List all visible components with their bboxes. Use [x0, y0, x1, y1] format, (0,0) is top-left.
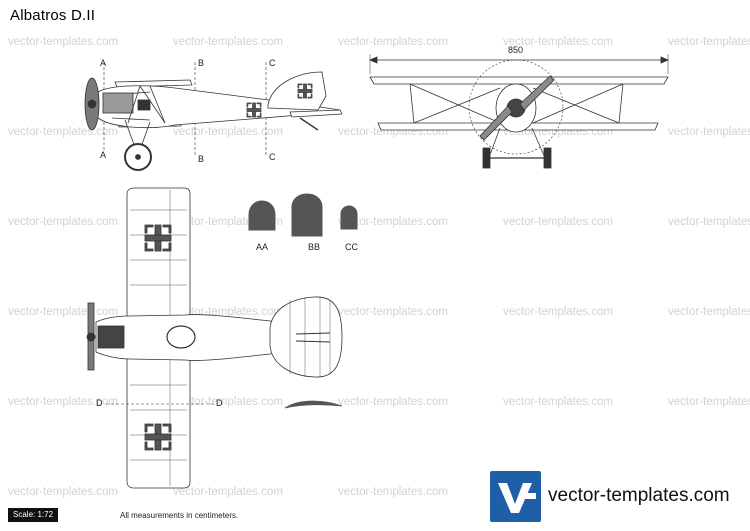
front-view	[368, 54, 670, 169]
top-view	[86, 187, 343, 489]
section-mark-d-left: D	[96, 398, 103, 408]
section-mark-c-bottom: C	[269, 152, 276, 162]
section-mark-b-bottom: B	[198, 154, 205, 164]
section-mark-b-top: B	[198, 58, 205, 68]
section-label-cc: CC	[345, 242, 358, 252]
section-mark-a-bottom: A	[100, 150, 107, 160]
scale-badge: Scale: 1:72	[8, 508, 59, 522]
measurement-note: All measurements in centimeters.	[120, 511, 239, 520]
section-mark-d-right: D	[216, 398, 223, 408]
section-mark-a-top: A	[100, 58, 107, 68]
brand-logo-glyph	[490, 471, 541, 522]
wingspan-dimension: 850	[508, 45, 524, 55]
brand-name[interactable]: vector-templates.com	[548, 485, 730, 506]
section-mark-c-top: C	[269, 58, 276, 68]
cross-sections	[248, 193, 358, 237]
page-title: Albatros D.II	[10, 7, 96, 24]
section-label-aa: AA	[256, 242, 269, 252]
section-label-bb: BB	[308, 242, 321, 252]
side-view	[84, 62, 343, 171]
